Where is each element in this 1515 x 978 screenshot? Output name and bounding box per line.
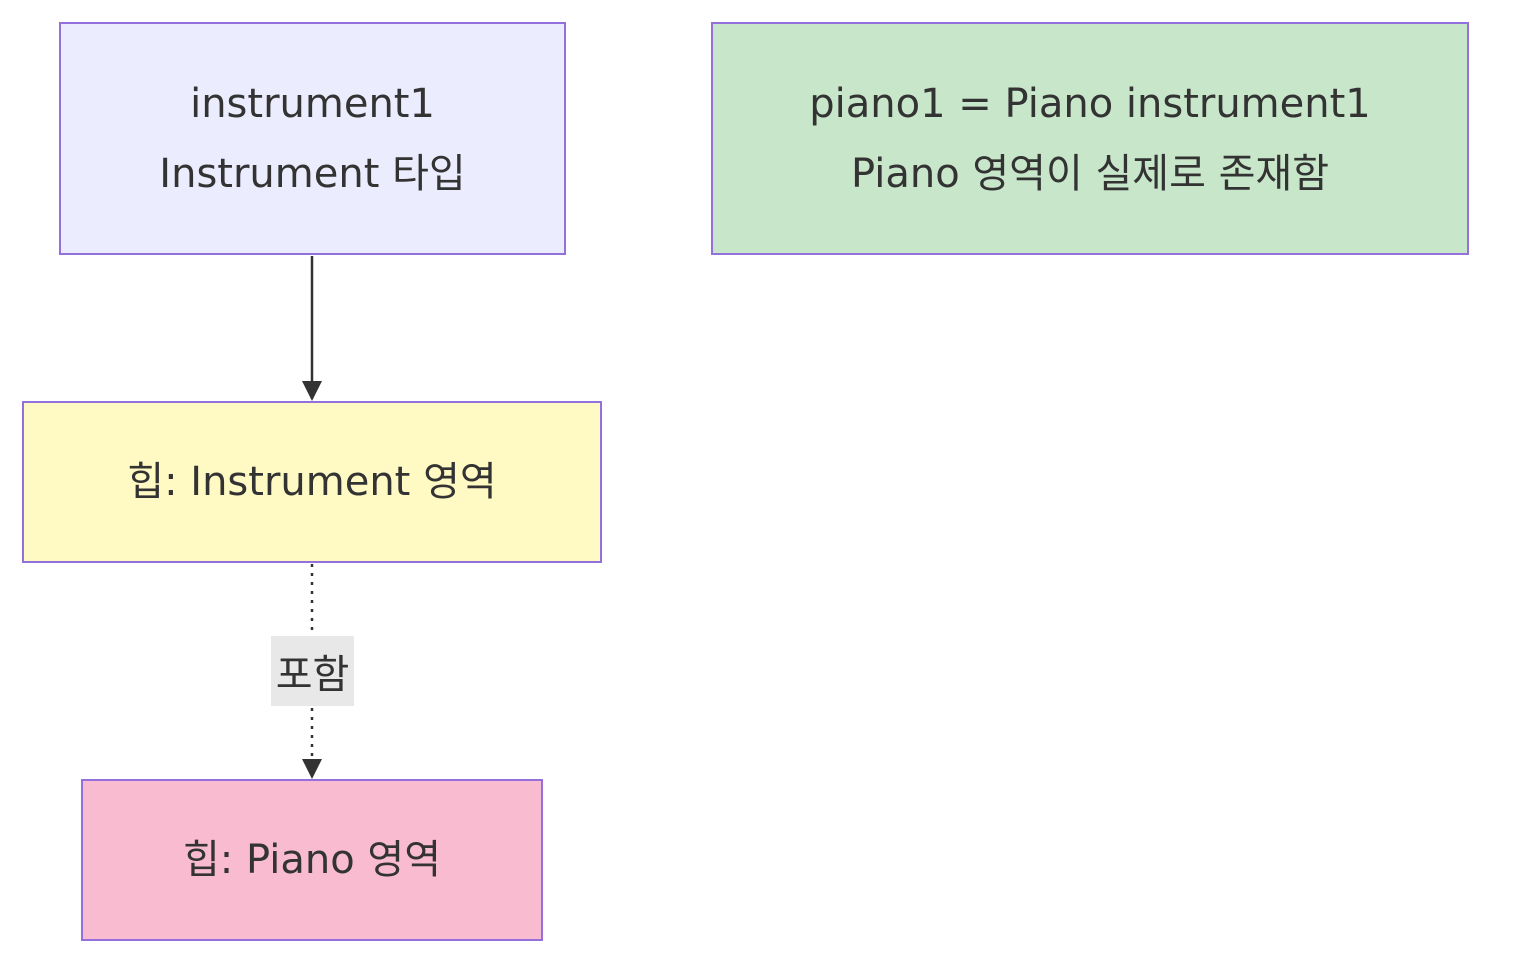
node-instrument-line2: Instrument 타입 <box>159 150 466 197</box>
node-heap-instrument-area: 힙: Instrument 영역 <box>22 401 602 563</box>
node-piano1-line1: piano1 = Piano instrument1 <box>809 80 1371 127</box>
node-heap-instrument-label: 힙: Instrument 영역 <box>127 459 497 505</box>
node-heap-piano-area: 힙: Piano 영역 <box>81 779 543 941</box>
node-piano1-line2: Piano 영역이 실제로 존재함 <box>850 150 1330 197</box>
edge-label-includes: 포함 <box>271 636 354 706</box>
node-instrument-line1: instrument1 <box>190 80 435 127</box>
node-piano1-variable: piano1 = Piano instrument1 Piano 영역이 실제로… <box>711 22 1469 255</box>
node-instrument-variable: instrument1 Instrument 타입 <box>59 22 566 255</box>
node-heap-piano-label: 힙: Piano 영역 <box>183 837 441 883</box>
